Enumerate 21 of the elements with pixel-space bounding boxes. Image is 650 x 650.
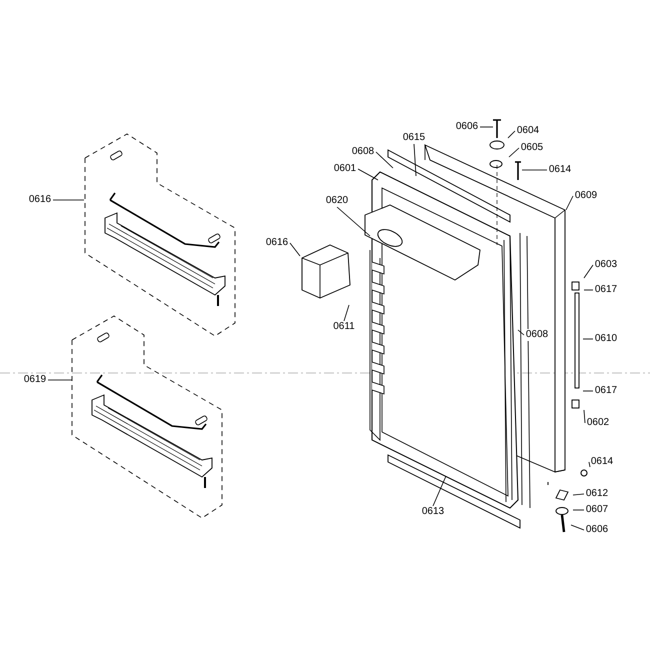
leader-line <box>480 126 494 128</box>
leader-line <box>336 206 370 236</box>
callout-number: 0608 <box>526 329 548 341</box>
leader-line <box>344 304 350 322</box>
leader-line <box>358 168 378 180</box>
leader-line <box>584 264 594 278</box>
leader-line <box>508 130 516 138</box>
leader-line <box>376 152 394 168</box>
leader-line <box>414 144 416 176</box>
leader-line <box>508 148 520 158</box>
leader-line <box>432 476 446 506</box>
leader-line <box>582 390 594 392</box>
leader-line <box>518 330 524 336</box>
leader-line <box>588 462 590 468</box>
leader-line <box>584 410 586 424</box>
leader-line <box>572 494 584 496</box>
leader-line <box>566 196 574 210</box>
callout-number: 0620 <box>326 195 348 207</box>
leader-line <box>290 242 300 256</box>
leader-line <box>582 338 594 340</box>
leader-line <box>570 524 584 530</box>
